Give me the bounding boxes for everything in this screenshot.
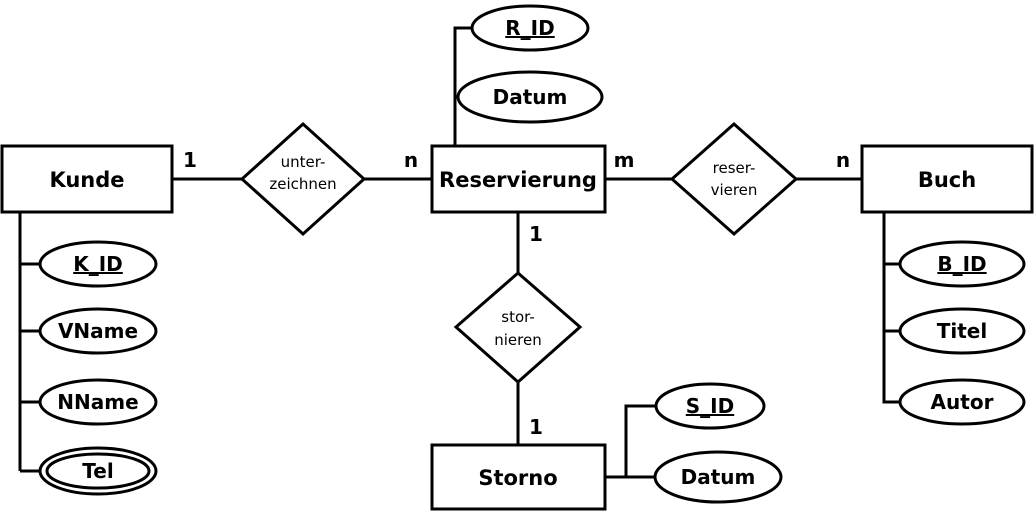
entity-reservierung-label: Reservierung: [439, 168, 597, 192]
cardinality-kunde-unterzeichnen: 1: [183, 148, 197, 172]
attribute-titel-label: Titel: [937, 319, 987, 343]
cardinality-buch-reservieren: n: [836, 148, 850, 172]
cardinality-reservierung-unterzeichnen: n: [404, 148, 418, 172]
attribute-storno-datum: Datum: [653, 450, 783, 504]
relationship-stornieren: stor- nieren: [453, 271, 583, 385]
attribute-r-id-label: R_ID: [505, 16, 554, 40]
attribute-vname-label: VName: [58, 319, 138, 343]
entity-storno-label: Storno: [478, 466, 557, 490]
relationship-reservieren-line2: vieren: [711, 181, 758, 199]
line-buch-attributes: [882, 212, 900, 404]
attribute-autor-label: Autor: [931, 390, 994, 414]
relationship-unterzeichnen-line2: zeichnen: [269, 175, 336, 193]
relationship-reservieren: reser- vieren: [669, 121, 799, 237]
relationship-stornieren-line1: stor-: [501, 308, 535, 326]
attribute-autor: Autor: [898, 378, 1026, 426]
entity-kunde-label: Kunde: [49, 168, 124, 192]
attribute-storno-datum-label: Datum: [681, 465, 756, 489]
attribute-s-id-label: S_ID: [686, 394, 734, 418]
attribute-titel: Titel: [898, 307, 1026, 355]
cardinality-reservierung-reservieren: m: [614, 148, 635, 172]
attribute-nname: NName: [38, 378, 158, 426]
relationship-reservieren-line1: reser-: [713, 159, 756, 177]
attribute-b-id: B_ID: [898, 240, 1026, 288]
relationship-stornieren-line2: nieren: [494, 331, 541, 349]
attribute-b-id-label: B_ID: [937, 252, 986, 276]
attribute-reservierung-datum-label: Datum: [493, 85, 568, 109]
relationship-unterzeichnen: unter- zeichnen: [239, 121, 367, 237]
line-storno-attributes: [605, 404, 656, 479]
entity-reservierung: Reservierung: [430, 144, 607, 214]
attribute-reservierung-datum: Datum: [456, 70, 604, 124]
attribute-k-id: K_ID: [38, 240, 158, 288]
relationship-unterzeichnen-line1: unter-: [281, 153, 326, 171]
attribute-tel: Tel: [38, 446, 158, 496]
line-kunde-attributes: [18, 212, 40, 473]
cardinality-reservierung-stornieren: 1: [529, 222, 543, 246]
cardinality-storno-stornieren: 1: [529, 415, 543, 439]
attribute-nname-label: NName: [57, 390, 138, 414]
cardinality-labels: 1 n m n 1 1: [183, 148, 850, 439]
attribute-r-id: R_ID: [470, 4, 590, 52]
attribute-k-id-label: K_ID: [73, 252, 123, 276]
attribute-tel-label: Tel: [82, 459, 113, 483]
entity-storno: Storno: [430, 443, 607, 511]
attribute-vname: VName: [38, 307, 158, 355]
connection-lines: [18, 26, 900, 479]
attribute-s-id: S_ID: [654, 382, 766, 430]
entity-buch-label: Buch: [918, 168, 976, 192]
entity-buch: Buch: [860, 144, 1034, 214]
entity-kunde: Kunde: [0, 144, 174, 214]
